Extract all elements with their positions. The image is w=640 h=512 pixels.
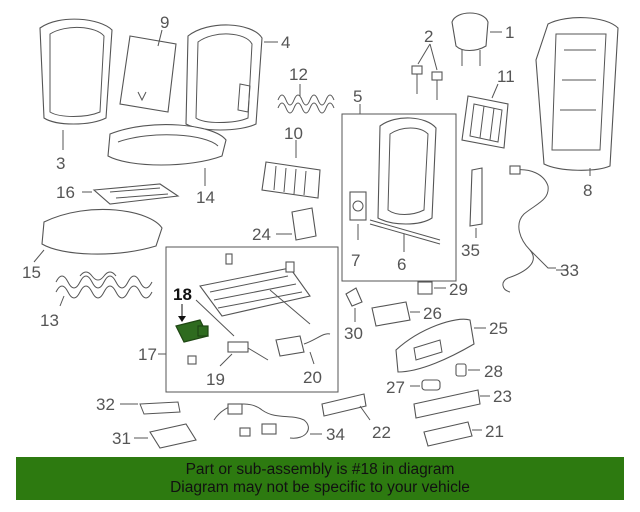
callout-11: 11 [497, 67, 515, 86]
part-32-bracket[interactable] [139, 401, 181, 415]
part-19-cable[interactable] [187, 341, 269, 365]
callout-35: 35 [461, 241, 480, 260]
callout-15: 15 [22, 263, 41, 282]
banner-line-2: Diagram may not be specific to your vehi… [170, 478, 470, 496]
seat-track-assembly[interactable] [195, 253, 311, 337]
callout-21: 21 [485, 422, 504, 441]
part-9-back-panel[interactable] [119, 35, 177, 113]
part-28-knob[interactable] [455, 363, 467, 377]
callout-26: 26 [423, 304, 442, 323]
callout-6: 6 [397, 255, 406, 274]
callout-19: 19 [206, 370, 225, 389]
part-20-actuator[interactable] [275, 333, 331, 357]
part-6-rod[interactable] [369, 219, 441, 245]
part-29-clip[interactable] [417, 281, 433, 295]
part-16-cushion-heater[interactable] [92, 183, 180, 205]
part-34-wiring-harness[interactable] [213, 403, 309, 439]
part-30-clip[interactable] [345, 287, 363, 307]
part-2-bolts[interactable] [411, 65, 443, 100]
callout-7: 7 [351, 251, 360, 270]
banner-line-1: Part or sub-assembly is #18 in diagram [185, 460, 455, 478]
part-18-highlighted-motor[interactable] [175, 319, 209, 343]
callout-16: 16 [56, 183, 75, 202]
seat-back-frame[interactable] [377, 117, 437, 225]
callout-3: 3 [56, 154, 65, 173]
part-17-track-assembly-box [165, 246, 339, 393]
part-24-bracket[interactable] [291, 207, 317, 241]
callout-4: 4 [281, 33, 290, 52]
callout-20: 20 [303, 368, 322, 387]
info-banner: Part or sub-assembly is #18 in diagram D… [16, 457, 624, 500]
callout-27: 27 [386, 378, 405, 397]
part-26-switch-bezel[interactable] [371, 301, 411, 327]
callout-5: 5 [353, 87, 362, 106]
callout-33: 33 [560, 261, 579, 280]
seat-parts-diagram: 3 9 4 14 12 10 16 15 [22, 12, 619, 449]
part-23-trim-panel[interactable] [413, 389, 481, 419]
callout-28: 28 [484, 362, 503, 381]
callout-1: 1 [505, 23, 514, 42]
part-10-lumbar-bracket[interactable] [261, 161, 321, 199]
part-13-cushion-springs[interactable] [55, 271, 153, 299]
callout-12: 12 [289, 65, 308, 84]
callout-10: 10 [284, 124, 303, 143]
part-27-knob[interactable] [421, 379, 441, 391]
part-35-trim-strip[interactable] [469, 167, 483, 227]
part-1-headrest[interactable] [451, 12, 489, 66]
callout-34: 34 [326, 425, 345, 444]
callout-13: 13 [40, 311, 59, 330]
part-12-spring[interactable] [277, 94, 335, 114]
callout-31: 31 [112, 429, 131, 448]
part-25-side-shield[interactable] [395, 318, 475, 373]
part-4-seat-back-pad[interactable] [185, 24, 263, 131]
callout-9: 9 [160, 13, 169, 32]
part-8-seat-back-rear-panel[interactable] [535, 17, 619, 171]
callout-18: 18 [173, 285, 192, 304]
callout-8: 8 [583, 181, 592, 200]
callout-32: 32 [96, 395, 115, 414]
part-15-cushion-cover[interactable] [41, 208, 163, 255]
part-31-cover[interactable] [149, 423, 197, 449]
part-22-trim-strip[interactable] [321, 393, 367, 417]
part-33-wiring-harness[interactable] [502, 165, 556, 293]
callout-22: 22 [372, 423, 391, 442]
callout-25: 25 [489, 319, 508, 338]
callout-2: 2 [424, 27, 433, 46]
callout-23: 23 [493, 387, 512, 406]
part-21-cover[interactable] [423, 421, 473, 447]
part-11-lumbar-panel[interactable] [461, 95, 509, 149]
callout-14: 14 [196, 188, 215, 207]
part-5-seat-back-frame-box [341, 113, 457, 282]
callout-30: 30 [344, 324, 363, 343]
callout-17: 17 [138, 345, 157, 364]
part-3-seat-back-cover[interactable] [39, 18, 113, 125]
callout-29: 29 [449, 280, 468, 299]
part-7-recliner[interactable] [349, 191, 367, 221]
callout-24: 24 [252, 225, 271, 244]
part-14-seat-cushion-pad[interactable] [107, 124, 227, 166]
